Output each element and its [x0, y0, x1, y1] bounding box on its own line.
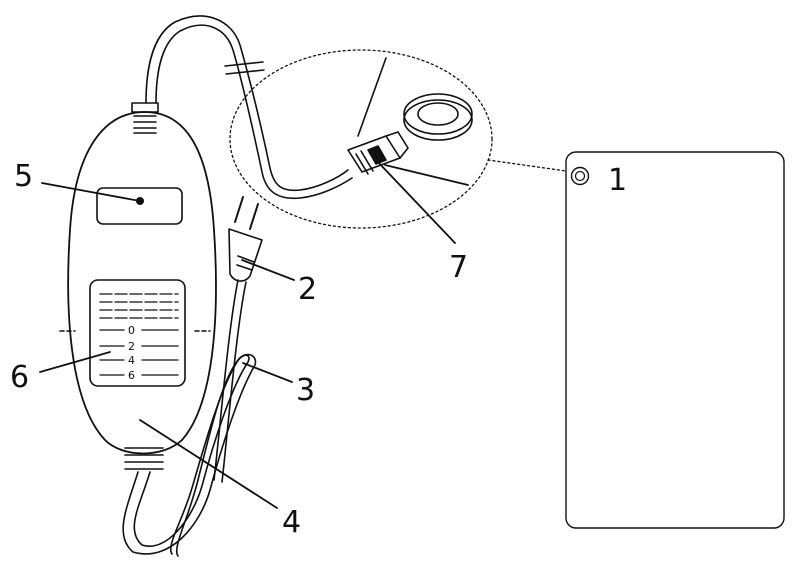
detail-receptacle-disc	[403, 93, 473, 141]
callout-controller-body: 4	[282, 505, 301, 540]
scale-level-label: 2	[128, 340, 135, 353]
pad-cable	[145, 15, 353, 200]
slider-tick-marks	[99, 293, 179, 376]
power-cord	[122, 279, 257, 557]
controller-body	[59, 102, 217, 470]
callout-heating-pad: 1	[608, 163, 627, 198]
pad-connector-socket	[570, 166, 590, 186]
callout-cord: 3	[296, 373, 315, 408]
heating-pad	[565, 151, 785, 529]
level-slider-window	[89, 279, 186, 387]
callout-leader-lines	[39, 161, 469, 509]
detail-view-ellipse	[229, 49, 493, 229]
scale-level-label: 4	[128, 354, 135, 367]
indicator-light	[136, 197, 144, 205]
pad-side-connector-plug	[347, 57, 409, 175]
callout-plug: 2	[298, 272, 317, 307]
scale-level-label: 6	[128, 369, 135, 382]
callout-indicator-light: 5	[14, 159, 33, 194]
pad-detail-dotted-leader	[487, 159, 567, 172]
plug	[228, 196, 263, 282]
indicator-window	[96, 187, 183, 225]
callout-level-scale: 6	[10, 360, 29, 395]
callout-connector: 7	[449, 250, 468, 285]
scale-level-label: 0	[128, 324, 135, 337]
